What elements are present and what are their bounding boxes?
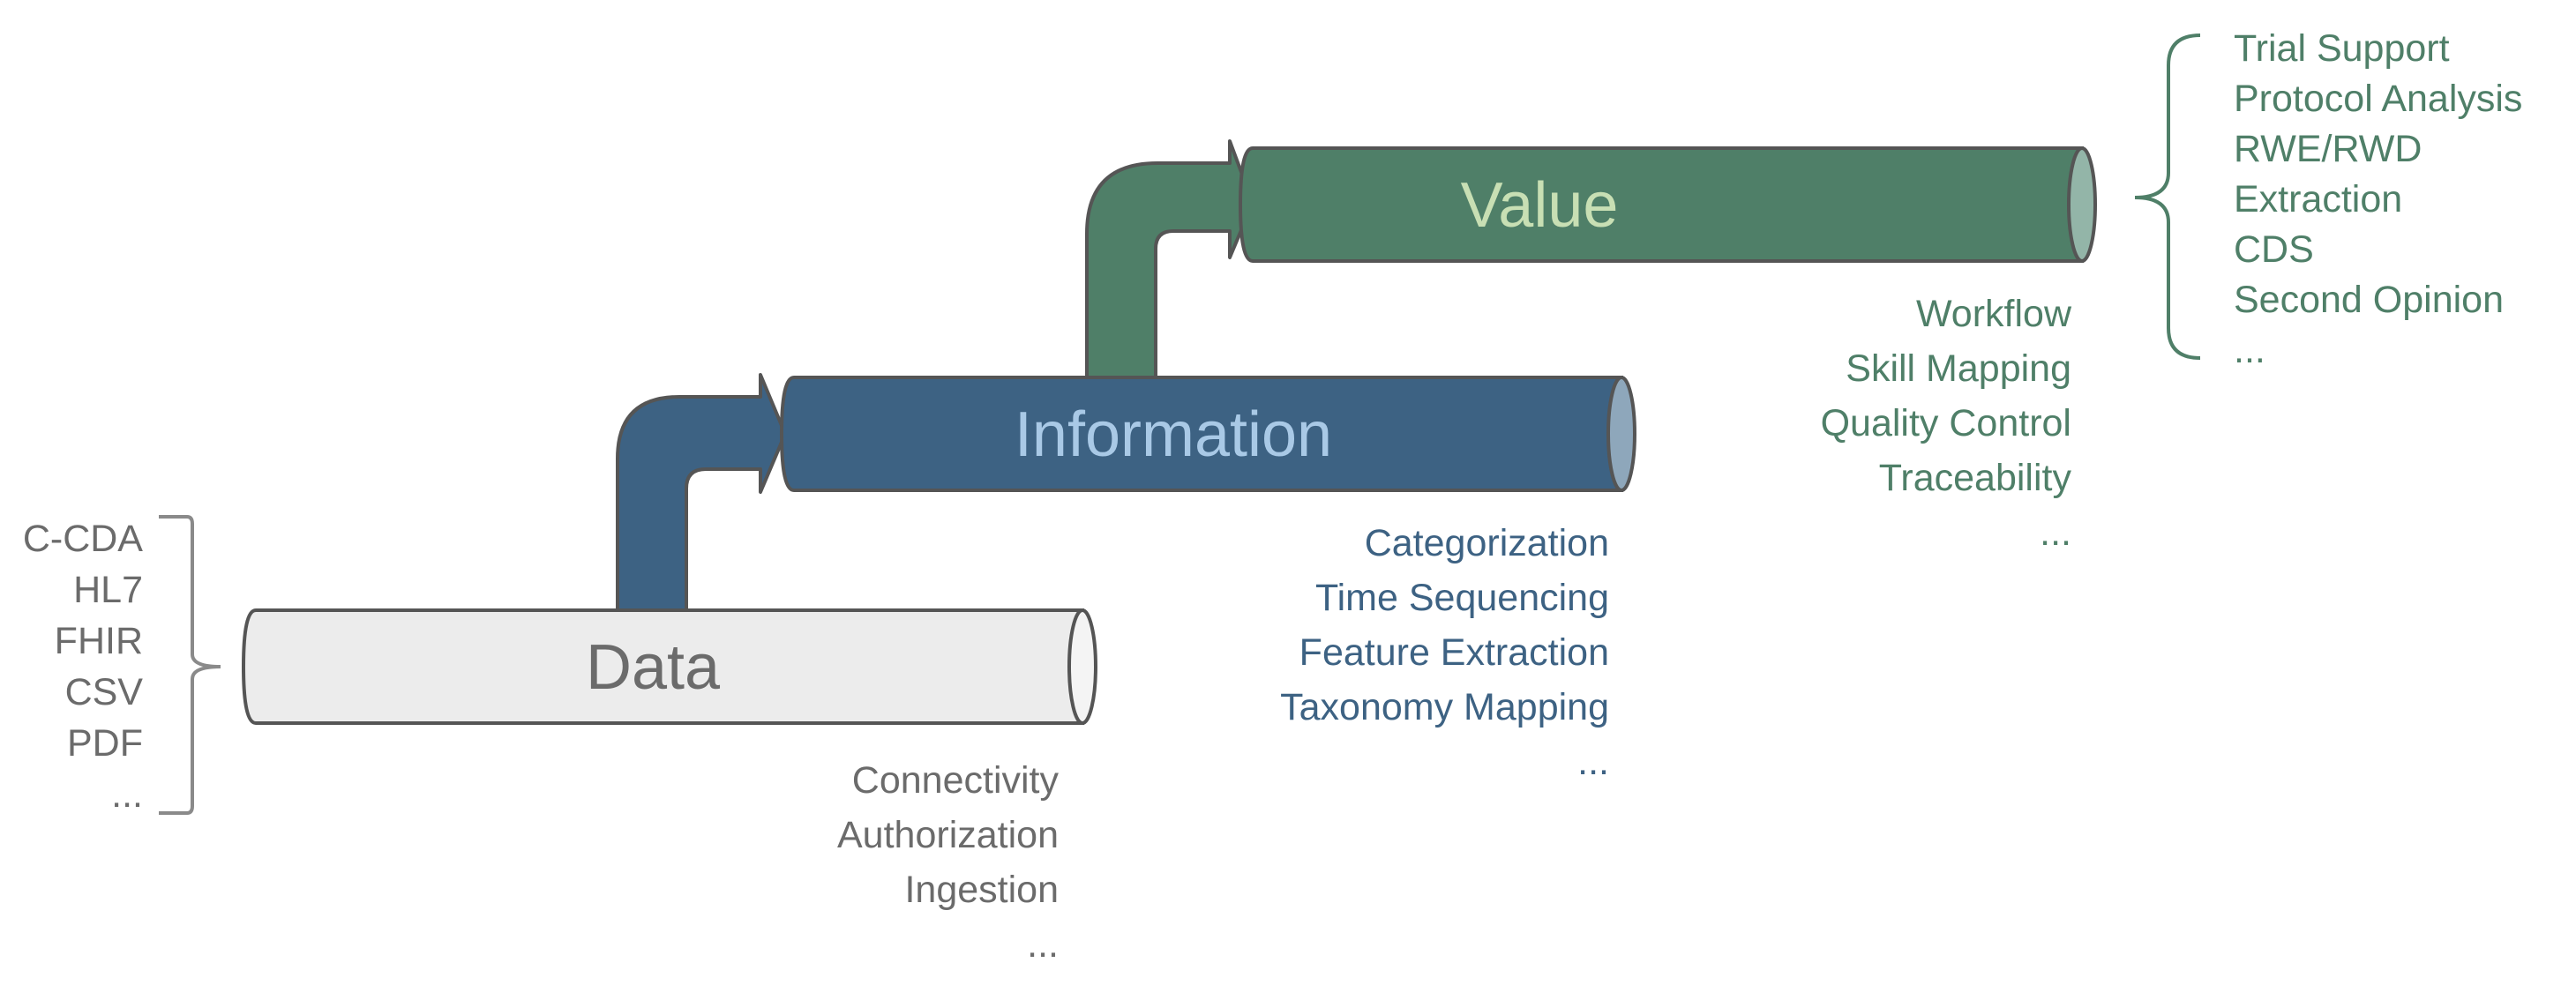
inputs-list: C-CDA HL7 FHIR CSV PDF ... <box>23 518 143 816</box>
value-stage-label: Value <box>1461 170 1619 241</box>
value-tasks-list: Workflow Skill Mapping Quality Control T… <box>1821 293 2072 554</box>
information-pipe-end <box>1606 376 1636 492</box>
outputs-list: Trial Support Protocol Analysis RWE/RWD … <box>2234 27 2522 371</box>
information-task-item: Feature Extraction <box>1299 631 1609 674</box>
output-item: Protocol Analysis <box>2234 78 2522 120</box>
output-item: RWE/RWD <box>2234 128 2422 170</box>
value-pipe-body <box>1238 146 2084 263</box>
data-task-item: Ingestion <box>904 869 1059 911</box>
input-item: C-CDA <box>23 518 143 560</box>
inputs-bracket <box>159 515 221 815</box>
value-task-item: Quality Control <box>1821 402 2071 444</box>
input-item: HL7 <box>73 569 143 611</box>
information-pipe-body <box>779 376 1623 492</box>
output-item: CDS <box>2234 228 2314 271</box>
output-item: Extraction <box>2234 178 2402 220</box>
data-task-item: Authorization <box>837 814 1059 856</box>
information-task-item: Categorization <box>1365 522 1609 564</box>
data-pipe-end <box>1067 608 1097 725</box>
information-pipe: Information <box>779 376 1636 492</box>
output-item: Trial Support <box>2234 27 2450 70</box>
information-tasks-list: Categorization Time Sequencing Feature E… <box>1280 522 1609 783</box>
information-stage-label: Information <box>1015 399 1332 470</box>
data-stage-label: Data <box>586 632 721 703</box>
input-item: FHIR <box>55 620 143 662</box>
data-to-information-connector <box>616 373 787 612</box>
data-pipe-body <box>241 608 1084 725</box>
outputs-brace <box>2134 34 2201 360</box>
information-task-item: ... <box>1577 741 1609 783</box>
output-item: Second Opinion <box>2234 279 2504 321</box>
output-item: ... <box>2234 329 2265 371</box>
value-task-item: Traceability <box>1879 457 2072 499</box>
value-pipe-end <box>2067 146 2097 263</box>
input-item: PDF <box>67 722 143 765</box>
data-task-item: Connectivity <box>852 759 1060 802</box>
value-pipe: Value <box>1238 146 2097 263</box>
value-task-item: ... <box>2040 511 2071 554</box>
value-task-item: Workflow <box>1916 293 2072 335</box>
input-item: ... <box>111 773 143 816</box>
data-tasks-list: Connectivity Authorization Ingestion ... <box>837 759 1059 966</box>
input-item: CSV <box>65 671 144 713</box>
information-task-item: Time Sequencing <box>1315 577 1609 619</box>
information-task-item: Taxonomy Mapping <box>1280 686 1609 728</box>
data-pipe: Data <box>241 608 1097 725</box>
data-task-item: ... <box>1027 923 1059 966</box>
value-task-item: Skill Mapping <box>1846 347 2071 390</box>
information-to-value-connector <box>1085 139 1254 379</box>
